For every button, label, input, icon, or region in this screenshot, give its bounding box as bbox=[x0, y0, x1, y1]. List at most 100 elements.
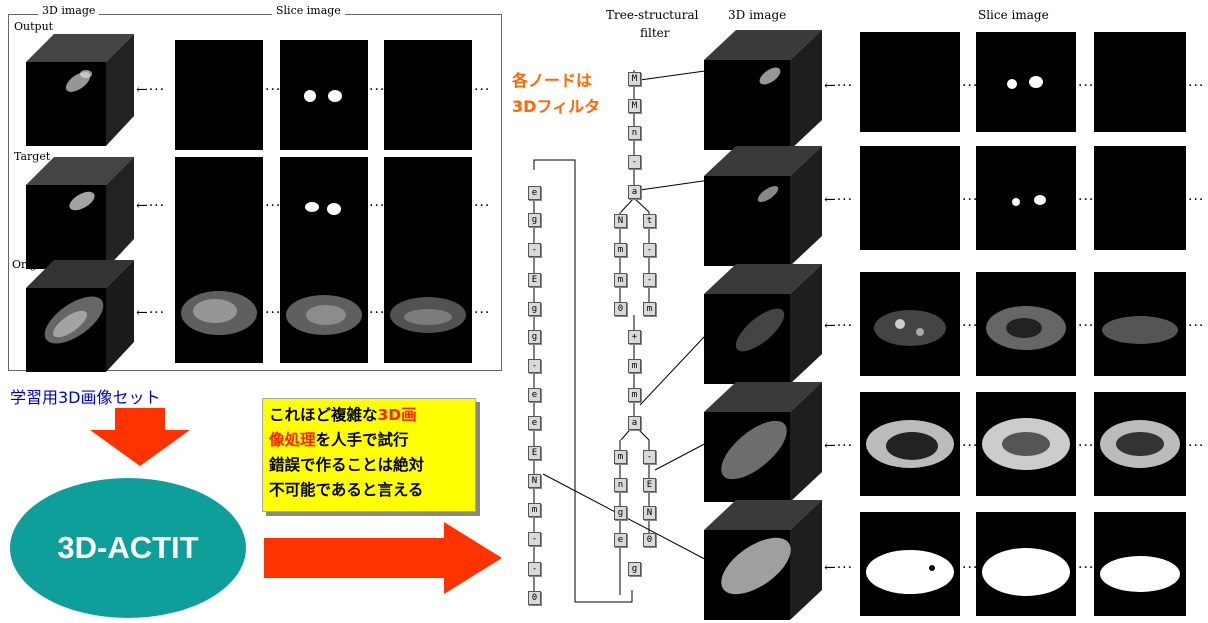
slice-original-3 bbox=[384, 265, 472, 363]
dots: ←··· bbox=[824, 438, 854, 454]
right-slice-5-3 bbox=[1094, 512, 1186, 616]
dots: ··· bbox=[1188, 318, 1205, 334]
dots: ··· bbox=[1078, 78, 1095, 94]
tree-node: - bbox=[643, 273, 656, 287]
tree-node: m bbox=[628, 388, 641, 402]
right-slice-1-3 bbox=[1094, 32, 1186, 132]
row-label-target: Target bbox=[14, 150, 51, 163]
tree-node: m bbox=[614, 273, 627, 287]
left-panel-frame bbox=[8, 14, 502, 371]
node-note-line-1: 各ノードは bbox=[512, 71, 593, 90]
tree-node: a bbox=[628, 416, 641, 430]
header-tree: Tree-structural bbox=[606, 8, 699, 22]
tree-node: e bbox=[528, 186, 541, 200]
dots: ··· bbox=[1078, 318, 1095, 334]
right-cube-3 bbox=[704, 264, 822, 384]
right-slice-1-2 bbox=[976, 32, 1076, 132]
tree-node: e bbox=[614, 533, 627, 547]
dots: ←··· bbox=[136, 305, 166, 321]
dots: ←··· bbox=[136, 82, 166, 98]
right-slice-2-3 bbox=[1094, 146, 1186, 250]
tree-node: 0 bbox=[528, 591, 541, 605]
tree-node: - bbox=[528, 532, 541, 546]
right-slice-4-2 bbox=[976, 392, 1076, 496]
row-label-original: Original bbox=[12, 258, 58, 271]
cube-output bbox=[26, 34, 134, 146]
left-header-3d: 3D image bbox=[38, 4, 100, 17]
node-note-line-2: 3Dフィルタ bbox=[512, 97, 601, 116]
tree-node: e bbox=[528, 416, 541, 430]
tree-node: M bbox=[628, 72, 641, 86]
tree-node: g bbox=[614, 506, 627, 520]
dots: ··· bbox=[369, 198, 386, 214]
tree-node: M bbox=[628, 99, 641, 113]
right-slice-4-1 bbox=[860, 392, 960, 496]
dots: ··· bbox=[1078, 560, 1095, 576]
tree-node: N bbox=[528, 474, 541, 488]
dots: ··· bbox=[1078, 192, 1095, 208]
training-set-label: 学習用3D画像セット bbox=[10, 388, 161, 407]
tree-node: - bbox=[528, 359, 541, 373]
tree-node: g bbox=[628, 562, 641, 576]
tree-node: + bbox=[628, 330, 641, 344]
tree-node: - bbox=[628, 155, 641, 169]
right-cube-2 bbox=[704, 146, 822, 266]
dots: ··· bbox=[962, 78, 979, 94]
dots: ··· bbox=[962, 560, 979, 576]
dots: ←··· bbox=[824, 560, 854, 576]
dots: ←··· bbox=[824, 192, 854, 208]
dots: ··· bbox=[474, 198, 491, 214]
right-slice-2-1 bbox=[860, 146, 960, 250]
tree-node: m bbox=[528, 503, 541, 517]
cube-original bbox=[26, 260, 134, 372]
right-slice-5-1 bbox=[860, 512, 960, 616]
callout-box: これほど複雑な3D画 像処理を人手で試行 錯誤で作ることは絶対 不可能であると言… bbox=[262, 398, 476, 512]
slice-original-2 bbox=[280, 265, 368, 363]
dots: ··· bbox=[1078, 438, 1095, 454]
tree-node: N bbox=[614, 214, 627, 228]
right-arrow bbox=[264, 522, 502, 594]
dots: ··· bbox=[265, 305, 282, 321]
callout-line-3: 錯誤で作ることは絶対 bbox=[269, 456, 425, 474]
dots: ··· bbox=[369, 82, 386, 98]
dots: ··· bbox=[265, 198, 282, 214]
callout-line-1: これほど複雑な3D画 bbox=[269, 406, 417, 424]
slice-output-3 bbox=[384, 40, 472, 150]
dots: ←··· bbox=[824, 318, 854, 334]
right-slice-1-1 bbox=[860, 32, 960, 132]
slice-target-2 bbox=[280, 157, 368, 267]
tree-node: - bbox=[528, 562, 541, 576]
callout-line-2: 像処理を人手で試行 bbox=[269, 431, 409, 449]
slice-output-1 bbox=[175, 40, 263, 150]
row-label-output: Output bbox=[14, 20, 54, 33]
tree-node: m bbox=[614, 450, 627, 464]
tree-node: g bbox=[528, 302, 541, 316]
tree-node: t bbox=[643, 214, 656, 228]
dots: ··· bbox=[962, 438, 979, 454]
right-slice-3-2 bbox=[976, 272, 1076, 376]
tree-node: N bbox=[643, 506, 656, 520]
tree-node: a bbox=[628, 185, 641, 199]
right-slice-3-1 bbox=[860, 272, 960, 376]
dots: ··· bbox=[1188, 78, 1205, 94]
callout-line-4: 不可能であると言える bbox=[269, 481, 424, 499]
dots: ··· bbox=[1188, 438, 1205, 454]
header-right-slice: Slice image bbox=[978, 8, 1049, 22]
dots: ··· bbox=[265, 82, 282, 98]
tree-node: m bbox=[614, 243, 627, 257]
dots: ··· bbox=[474, 82, 491, 98]
slice-target-1 bbox=[175, 157, 263, 267]
header-tree-2: filter bbox=[640, 26, 670, 40]
tree-node: g bbox=[528, 213, 541, 227]
tree-node: g bbox=[528, 330, 541, 344]
right-slice-2-2 bbox=[976, 146, 1076, 250]
cube-target bbox=[26, 157, 134, 269]
tree-node: - bbox=[528, 243, 541, 257]
slice-original-1 bbox=[175, 265, 263, 363]
tree-node: n bbox=[614, 478, 627, 492]
tree-node: 0 bbox=[643, 533, 656, 547]
tree-node: e bbox=[528, 388, 541, 402]
dots: ··· bbox=[369, 305, 386, 321]
dots: ←··· bbox=[824, 78, 854, 94]
dots: ··· bbox=[962, 318, 979, 334]
